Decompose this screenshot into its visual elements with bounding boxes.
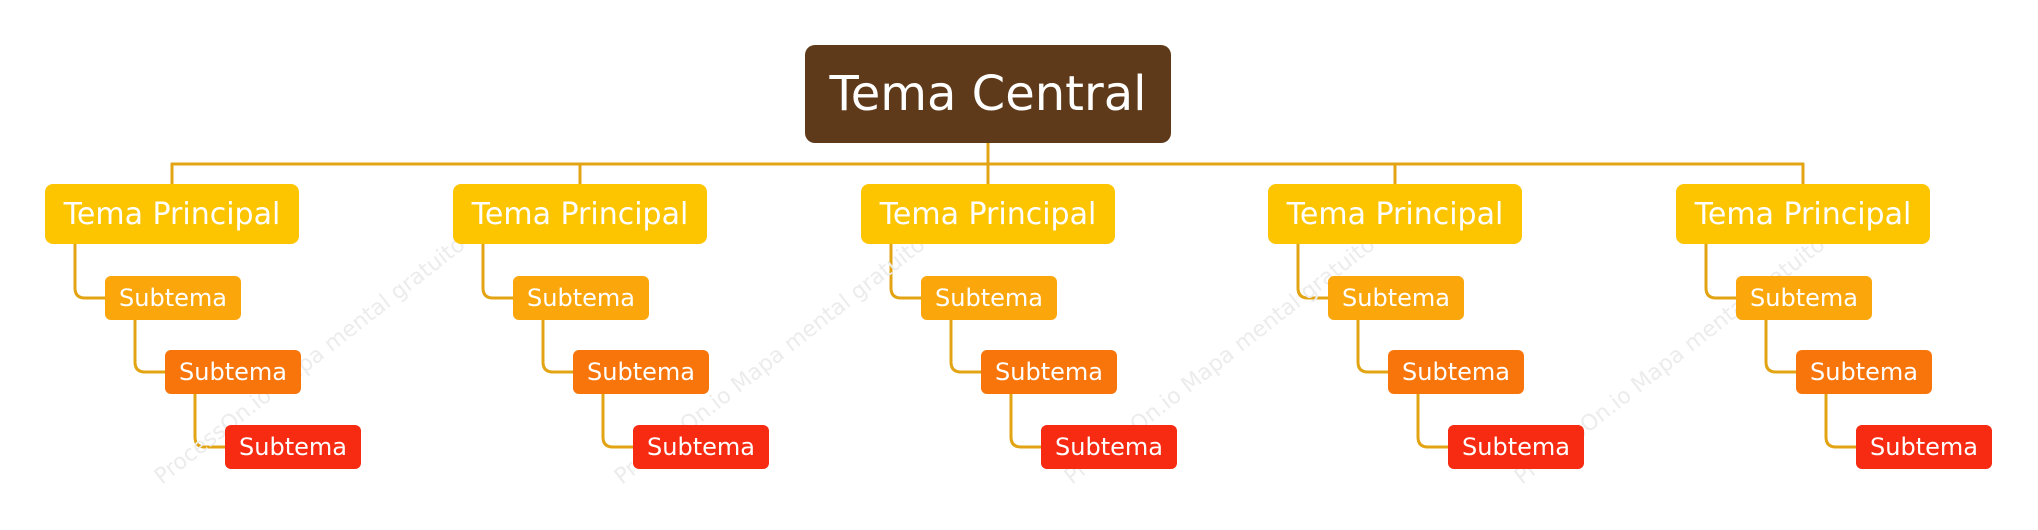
central-topic-label: Tema Central	[829, 66, 1147, 122]
main-topic-label: Tema Principal	[879, 196, 1097, 232]
main-topic[interactable]: Tema Principal	[1676, 184, 1930, 244]
subtopic-level-3[interactable]: Subtema	[633, 425, 769, 469]
main-topic-label: Tema Principal	[471, 196, 689, 232]
subtopic-connector	[949, 318, 983, 374]
subtopic-connector	[481, 242, 515, 300]
subtopic-connector	[1296, 242, 1330, 300]
subtopic-connector	[1416, 392, 1450, 449]
main-topic[interactable]: Tema Principal	[1268, 184, 1522, 244]
subtopic-connector	[601, 392, 635, 449]
subtopic-level-1[interactable]: Subtema	[1736, 276, 1872, 320]
subtopic-level-3[interactable]: Subtema	[225, 425, 361, 469]
subtopic-connector	[1356, 318, 1390, 374]
subtopic-level-1[interactable]: Subtema	[1328, 276, 1464, 320]
subtopic-label: Subtema	[1870, 433, 1978, 461]
subtopic-label: Subtema	[1810, 358, 1918, 386]
subtopic-label: Subtema	[1342, 284, 1450, 312]
main-topic[interactable]: Tema Principal	[453, 184, 707, 244]
subtopic-label: Subtema	[119, 284, 227, 312]
subtopic-label: Subtema	[239, 433, 347, 461]
subtopic-connector	[889, 242, 923, 300]
subtopic-connector	[1704, 242, 1738, 300]
subtopic-label: Subtema	[1462, 433, 1570, 461]
subtopic-level-2[interactable]: Subtema	[1388, 350, 1524, 394]
subtopic-level-1[interactable]: Subtema	[921, 276, 1057, 320]
subtopic-label: Subtema	[1750, 284, 1858, 312]
main-topic-label: Tema Principal	[63, 196, 281, 232]
subtopic-connector	[73, 242, 107, 300]
subtopic-connector	[1824, 392, 1858, 449]
subtopic-connector	[193, 392, 227, 449]
subtopic-level-3[interactable]: Subtema	[1448, 425, 1584, 469]
subtopic-label: Subtema	[647, 433, 755, 461]
subtopic-label: Subtema	[527, 284, 635, 312]
subtopic-level-3[interactable]: Subtema	[1856, 425, 1992, 469]
subtopic-label: Subtema	[179, 358, 287, 386]
subtopic-level-2[interactable]: Subtema	[573, 350, 709, 394]
subtopic-level-2[interactable]: Subtema	[165, 350, 301, 394]
subtopic-connector	[541, 318, 575, 374]
subtopic-label: Subtema	[935, 284, 1043, 312]
central-topic[interactable]: Tema Central	[805, 45, 1171, 143]
subtopic-level-1[interactable]: Subtema	[105, 276, 241, 320]
subtopic-label: Subtema	[1055, 433, 1163, 461]
subtopic-connector	[1764, 318, 1798, 374]
subtopic-label: Subtema	[1402, 358, 1510, 386]
subtopic-level-2[interactable]: Subtema	[981, 350, 1117, 394]
subtopic-level-3[interactable]: Subtema	[1041, 425, 1177, 469]
subtopic-connector	[1009, 392, 1043, 449]
subtopic-level-1[interactable]: Subtema	[513, 276, 649, 320]
main-topic[interactable]: Tema Principal	[861, 184, 1115, 244]
subtopic-label: Subtema	[587, 358, 695, 386]
main-topic-label: Tema Principal	[1286, 196, 1504, 232]
subtopic-label: Subtema	[995, 358, 1103, 386]
main-topic[interactable]: Tema Principal	[45, 184, 299, 244]
subtopic-level-2[interactable]: Subtema	[1796, 350, 1932, 394]
subtopic-connector	[133, 318, 167, 374]
main-topic-label: Tema Principal	[1694, 196, 1912, 232]
